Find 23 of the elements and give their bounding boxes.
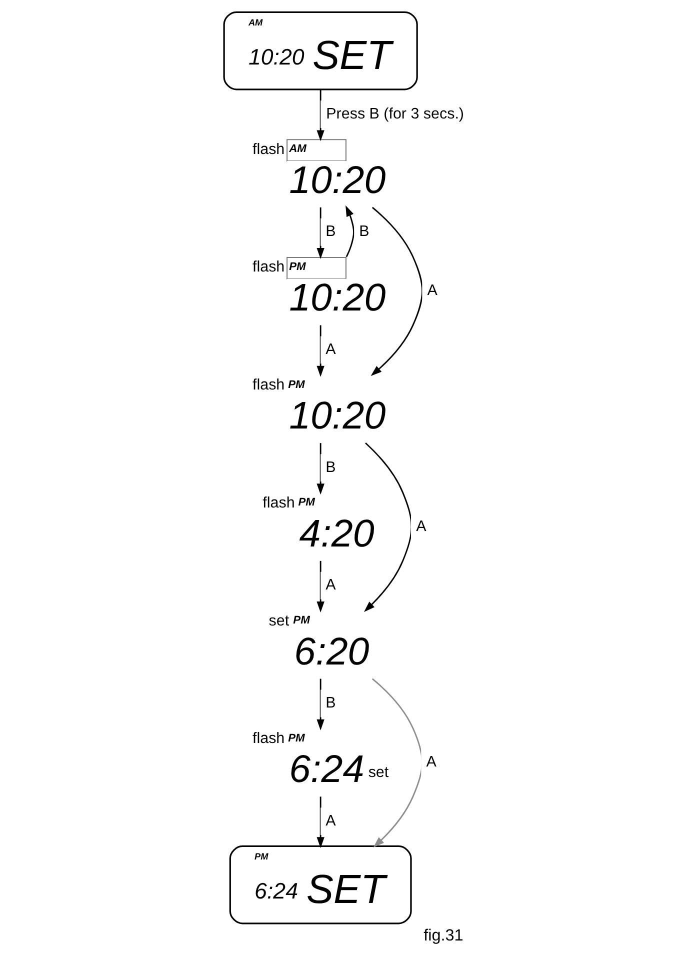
node-label: set	[368, 764, 389, 782]
node-text: PM 10:20	[288, 378, 386, 438]
edge-label: B	[326, 694, 336, 712]
node-text: PM 6:20	[293, 614, 370, 674]
edge-label: A	[326, 576, 336, 594]
edge-label: B	[359, 223, 370, 240]
node-text: PM 4:20	[298, 496, 374, 556]
edge-label: Press B (for 3 secs.)	[326, 105, 464, 122]
edge-label: A	[427, 282, 438, 300]
edge-label: A	[416, 518, 426, 535]
edge-label: A	[326, 341, 336, 358]
node-label: flash	[252, 140, 285, 158]
node-label: flash	[252, 730, 285, 748]
edge-label: B	[326, 458, 336, 476]
edge-label: A	[326, 812, 336, 830]
caption: fig.31	[424, 926, 464, 944]
node-label: flash	[252, 376, 285, 394]
node-label: flash	[252, 258, 285, 276]
node-label: set	[268, 612, 290, 630]
node-label: flash	[262, 494, 295, 512]
edge-label: B	[326, 223, 336, 240]
edge-label: A	[426, 753, 436, 770]
node-text: PM 6:24	[288, 732, 364, 792]
